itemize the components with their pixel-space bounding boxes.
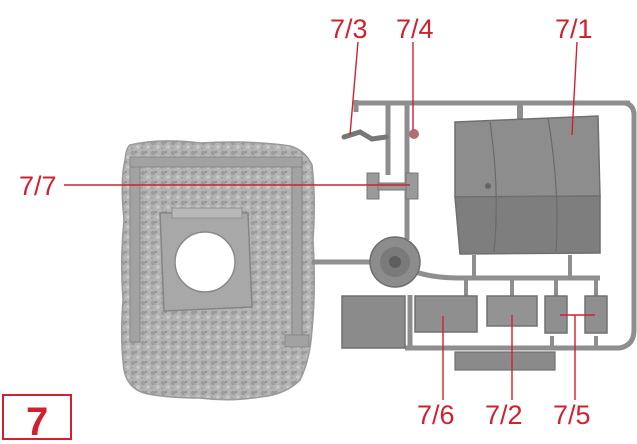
callout-7-7: 7/7	[19, 171, 57, 201]
callout-7-2: 7/2	[485, 400, 523, 430]
callout-7-6: 7/6	[417, 400, 455, 430]
callout-7-3: 7/3	[330, 14, 368, 44]
step-number-box	[2, 394, 72, 440]
callout-7-4: 7/4	[396, 14, 434, 44]
rubble-base-plate	[120, 140, 316, 401]
step-number: 7	[26, 400, 49, 444]
sprue-hub	[369, 236, 421, 288]
part-7-1	[454, 115, 601, 255]
part-7-6	[414, 295, 478, 333]
callout-7-1: 7/1	[555, 14, 593, 44]
part-7-3	[341, 129, 389, 142]
leader-lines	[64, 41, 595, 400]
lower-runner-bar	[454, 351, 556, 371]
callout-7-5: 7/5	[553, 400, 591, 430]
part-7-5	[544, 295, 608, 334]
part-plate-left	[341, 295, 406, 349]
part-7-7	[366, 172, 419, 200]
part-7-4	[409, 129, 419, 139]
